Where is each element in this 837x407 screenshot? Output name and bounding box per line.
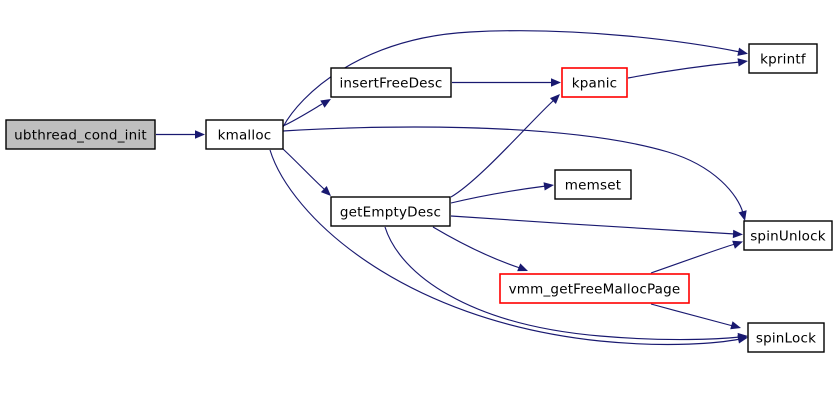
edge-vmm_getFreeMallocPage-to-spinLock bbox=[650, 303, 741, 330]
node-vmm_getFreeMallocPage[interactable]: vmm_getFreeMallocPage bbox=[499, 273, 690, 304]
edge-kmalloc-to-spinLock bbox=[269, 149, 748, 346]
arrowhead-icon bbox=[732, 229, 743, 239]
node-label: kprintf bbox=[760, 52, 807, 68]
edge-line bbox=[282, 103, 323, 127]
edge-line bbox=[282, 30, 741, 128]
node-label: spinUnlock bbox=[750, 229, 826, 245]
arrowhead-icon bbox=[551, 78, 561, 87]
node-box[interactable] bbox=[330, 196, 451, 227]
edge-getEmptyDesc-to-spinLock bbox=[384, 226, 748, 342]
node-ubthread_cond_init[interactable]: ubthread_cond_init bbox=[5, 119, 156, 150]
node-kprintf[interactable]: kprintf bbox=[748, 43, 818, 74]
edge-line bbox=[627, 61, 741, 79]
edge-kmalloc-to-kprintf bbox=[282, 30, 748, 128]
node-memset[interactable]: memset bbox=[554, 169, 632, 200]
node-box[interactable] bbox=[747, 322, 825, 353]
edge-getEmptyDesc-to-kpanic bbox=[450, 94, 560, 198]
node-box[interactable] bbox=[330, 67, 452, 98]
arrowhead-icon bbox=[195, 130, 205, 139]
edge-line bbox=[384, 226, 741, 341]
edge-line bbox=[282, 148, 325, 190]
node-kmalloc[interactable]: kmalloc bbox=[205, 119, 284, 150]
edge-line bbox=[269, 149, 741, 346]
arrowhead-icon bbox=[737, 332, 748, 342]
edge-kmalloc-to-spinUnlock bbox=[282, 126, 747, 221]
edge-line bbox=[282, 126, 744, 214]
edge-kpanic-to-kprintf bbox=[627, 58, 748, 79]
node-label: insertFreeDesc bbox=[339, 76, 442, 92]
edge-getEmptyDesc-to-memset bbox=[450, 182, 554, 204]
node-getEmptyDesc[interactable]: getEmptyDesc bbox=[330, 196, 451, 227]
edge-line bbox=[650, 303, 734, 327]
node-label: vmm_getFreeMallocPage bbox=[509, 282, 681, 298]
node-kpanic[interactable]: kpanic bbox=[561, 67, 628, 98]
edge-kmalloc-to-getEmptyDesc bbox=[282, 148, 331, 196]
edge-line bbox=[450, 99, 555, 198]
edge-kmalloc-to-insertFreeDesc bbox=[282, 99, 331, 127]
node-spinLock[interactable]: spinLock bbox=[747, 322, 825, 353]
node-box[interactable] bbox=[5, 119, 156, 150]
node-box[interactable] bbox=[205, 119, 284, 150]
nodes-layer: ubthread_cond_init kmalloc insertFreeDesc k… bbox=[5, 43, 833, 353]
node-box[interactable] bbox=[748, 43, 818, 74]
node-box[interactable] bbox=[743, 220, 833, 251]
edge-line bbox=[432, 226, 521, 269]
node-spinUnlock[interactable]: spinUnlock bbox=[743, 220, 833, 251]
edges-layer bbox=[156, 30, 748, 346]
edge-line bbox=[650, 243, 736, 274]
node-label: memset bbox=[565, 178, 621, 194]
arrowhead-icon bbox=[738, 210, 747, 221]
arrowhead-icon bbox=[320, 99, 331, 108]
edge-insertFreeDesc-to-kpanic bbox=[452, 78, 561, 87]
edge-line bbox=[450, 215, 736, 235]
arrowhead-icon bbox=[549, 94, 560, 105]
edge-vmm_getFreeMallocPage-to-spinUnlock bbox=[650, 240, 743, 274]
arrowhead-icon bbox=[737, 47, 748, 56]
node-box[interactable] bbox=[561, 67, 628, 98]
arrowhead-icon bbox=[517, 263, 528, 272]
node-box[interactable] bbox=[554, 169, 632, 200]
node-label: kmalloc bbox=[218, 128, 272, 144]
node-box[interactable] bbox=[499, 273, 690, 304]
arrowhead-icon bbox=[730, 321, 741, 330]
arrowhead-icon bbox=[732, 240, 743, 249]
node-insertFreeDesc[interactable]: insertFreeDesc bbox=[330, 67, 452, 98]
edge-getEmptyDesc-to-vmm_getFreeMallocPage bbox=[432, 226, 528, 272]
edge-getEmptyDesc-to-spinUnlock bbox=[450, 215, 743, 239]
edge-line bbox=[450, 185, 547, 204]
node-label: spinLock bbox=[756, 331, 816, 347]
arrowhead-icon bbox=[320, 186, 331, 196]
node-label: kpanic bbox=[572, 76, 618, 92]
node-label: ubthread_cond_init bbox=[14, 128, 147, 144]
node-label: getEmptyDesc bbox=[340, 205, 441, 221]
arrowhead-icon bbox=[543, 182, 554, 191]
edge-ubthread_cond_init-to-kmalloc bbox=[156, 130, 205, 139]
arrowhead-icon bbox=[737, 58, 748, 67]
